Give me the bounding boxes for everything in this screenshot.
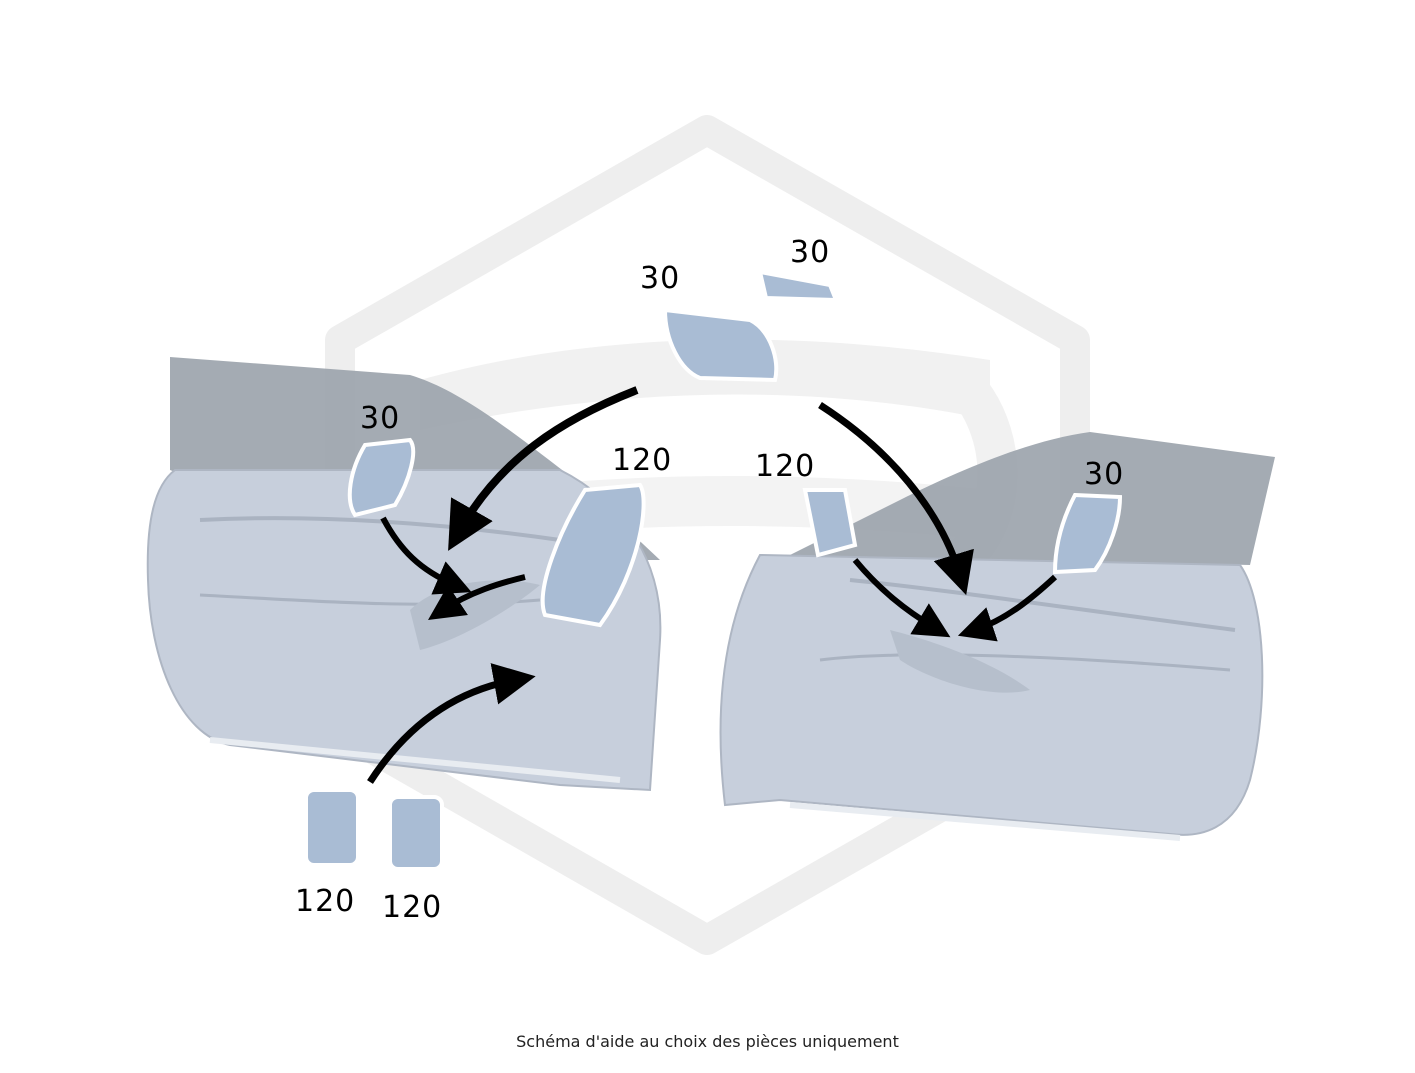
right-seat-switch: [1052, 492, 1123, 575]
callout-memory-switch-strip: 30: [790, 235, 831, 270]
callout-driver-window-switch: 120: [612, 443, 673, 478]
left-door: [146, 357, 662, 792]
right-door: [719, 432, 1275, 841]
rear-switch-left: [304, 788, 360, 867]
arrows: [367, 386, 1058, 784]
callout-right-seat-switch: 30: [1084, 457, 1125, 492]
switch-parts: [304, 269, 1123, 871]
left-seat-switch: [347, 437, 416, 518]
right-door-glass: [790, 432, 1275, 565]
callout-rear-switch-left: 120: [295, 884, 356, 919]
rear-switch-right: [388, 795, 444, 871]
callout-seat-control-panel: 30: [640, 261, 681, 296]
passenger-window-switch: [802, 488, 858, 558]
right-door-handle: [890, 630, 1030, 693]
callout-passenger-window-switch: 120: [755, 449, 816, 484]
memory-switch-strip: [757, 269, 839, 303]
diagram-caption: Schéma d'aide au choix des pièces unique…: [516, 1032, 899, 1051]
seat-control-panel: [662, 307, 779, 383]
callout-left-seat-switch: 30: [360, 401, 401, 436]
right-door-panel: [719, 553, 1264, 836]
driver-window-switch: [540, 482, 646, 628]
callout-rear-switch-right: 120: [382, 890, 443, 925]
